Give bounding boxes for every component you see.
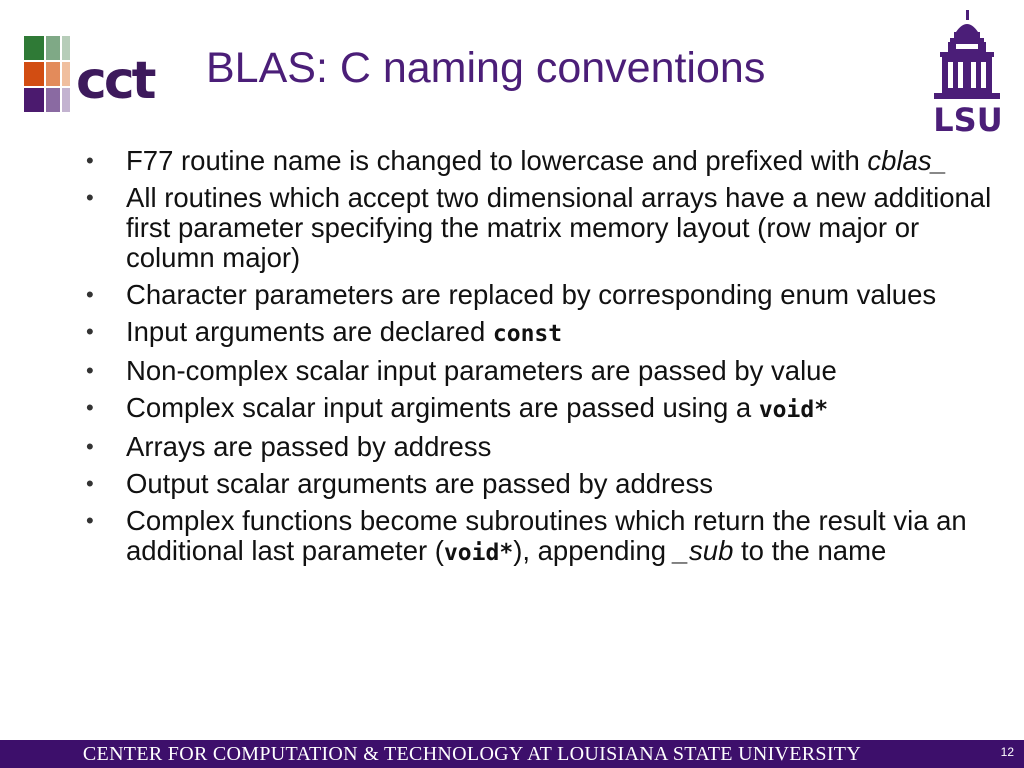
footer-text: CENTER FOR COMPUTATION & TECHNOLOGY AT L… [82,743,862,765]
svg-text:LSU: LSU [933,101,1002,134]
slide-title: BLAS: C naming conventions [206,44,766,92]
bullet-emphasis: cblas_ [867,145,947,176]
bullet-text: Complex functions become subroutines whi… [126,505,967,566]
bullet-list: F77 routine name is changed to lowercase… [84,146,1009,575]
bullet-item: Non-complex scalar input parameters are … [84,355,1009,387]
bullet-text: Arrays are passed by address [126,431,492,462]
cct-logo: cct [24,36,159,112]
bullet-item: Complex scalar input argiments are passe… [84,393,1009,425]
bullet-item: Output scalar arguments are passed by ad… [84,468,1009,500]
code-keyword: const [492,321,563,347]
lsu-logo: LSU [933,10,1003,134]
code-keyword: void* [443,540,514,566]
bullet-item: Input arguments are declared const [84,317,1009,349]
bullet-emphasis: _sub [673,535,734,566]
bullet-text: ), appending [513,535,674,566]
svg-text:cct: cct [76,51,156,111]
page-number: 12 [1000,745,1014,759]
bullet-text: Complex scalar input argiments are passe… [126,392,759,423]
bullet-item: Arrays are passed by address [84,431,1009,463]
bullet-text: Non-complex scalar input parameters are … [126,355,837,386]
bullet-text: to the name [733,535,887,566]
bullet-item: F77 routine name is changed to lowercase… [84,145,1009,177]
bullet-item: Complex functions become subroutines whi… [84,506,1009,568]
bullet-text: Character parameters are replaced by cor… [126,279,937,310]
bullet-item: Character parameters are replaced by cor… [84,279,1009,311]
bullet-item: All routines which accept two dimensiona… [84,183,1009,273]
bullet-text: All routines which accept two dimensiona… [126,182,992,273]
footer-bar: CENTER FOR COMPUTATION & TECHNOLOGY AT L… [0,740,1024,768]
bullet-text: Input arguments are declared [126,316,493,347]
bullet-text: F77 routine name is changed to lowercase… [126,145,868,176]
bullet-text: Output scalar arguments are passed by ad… [126,468,713,499]
code-keyword: void* [758,397,829,423]
